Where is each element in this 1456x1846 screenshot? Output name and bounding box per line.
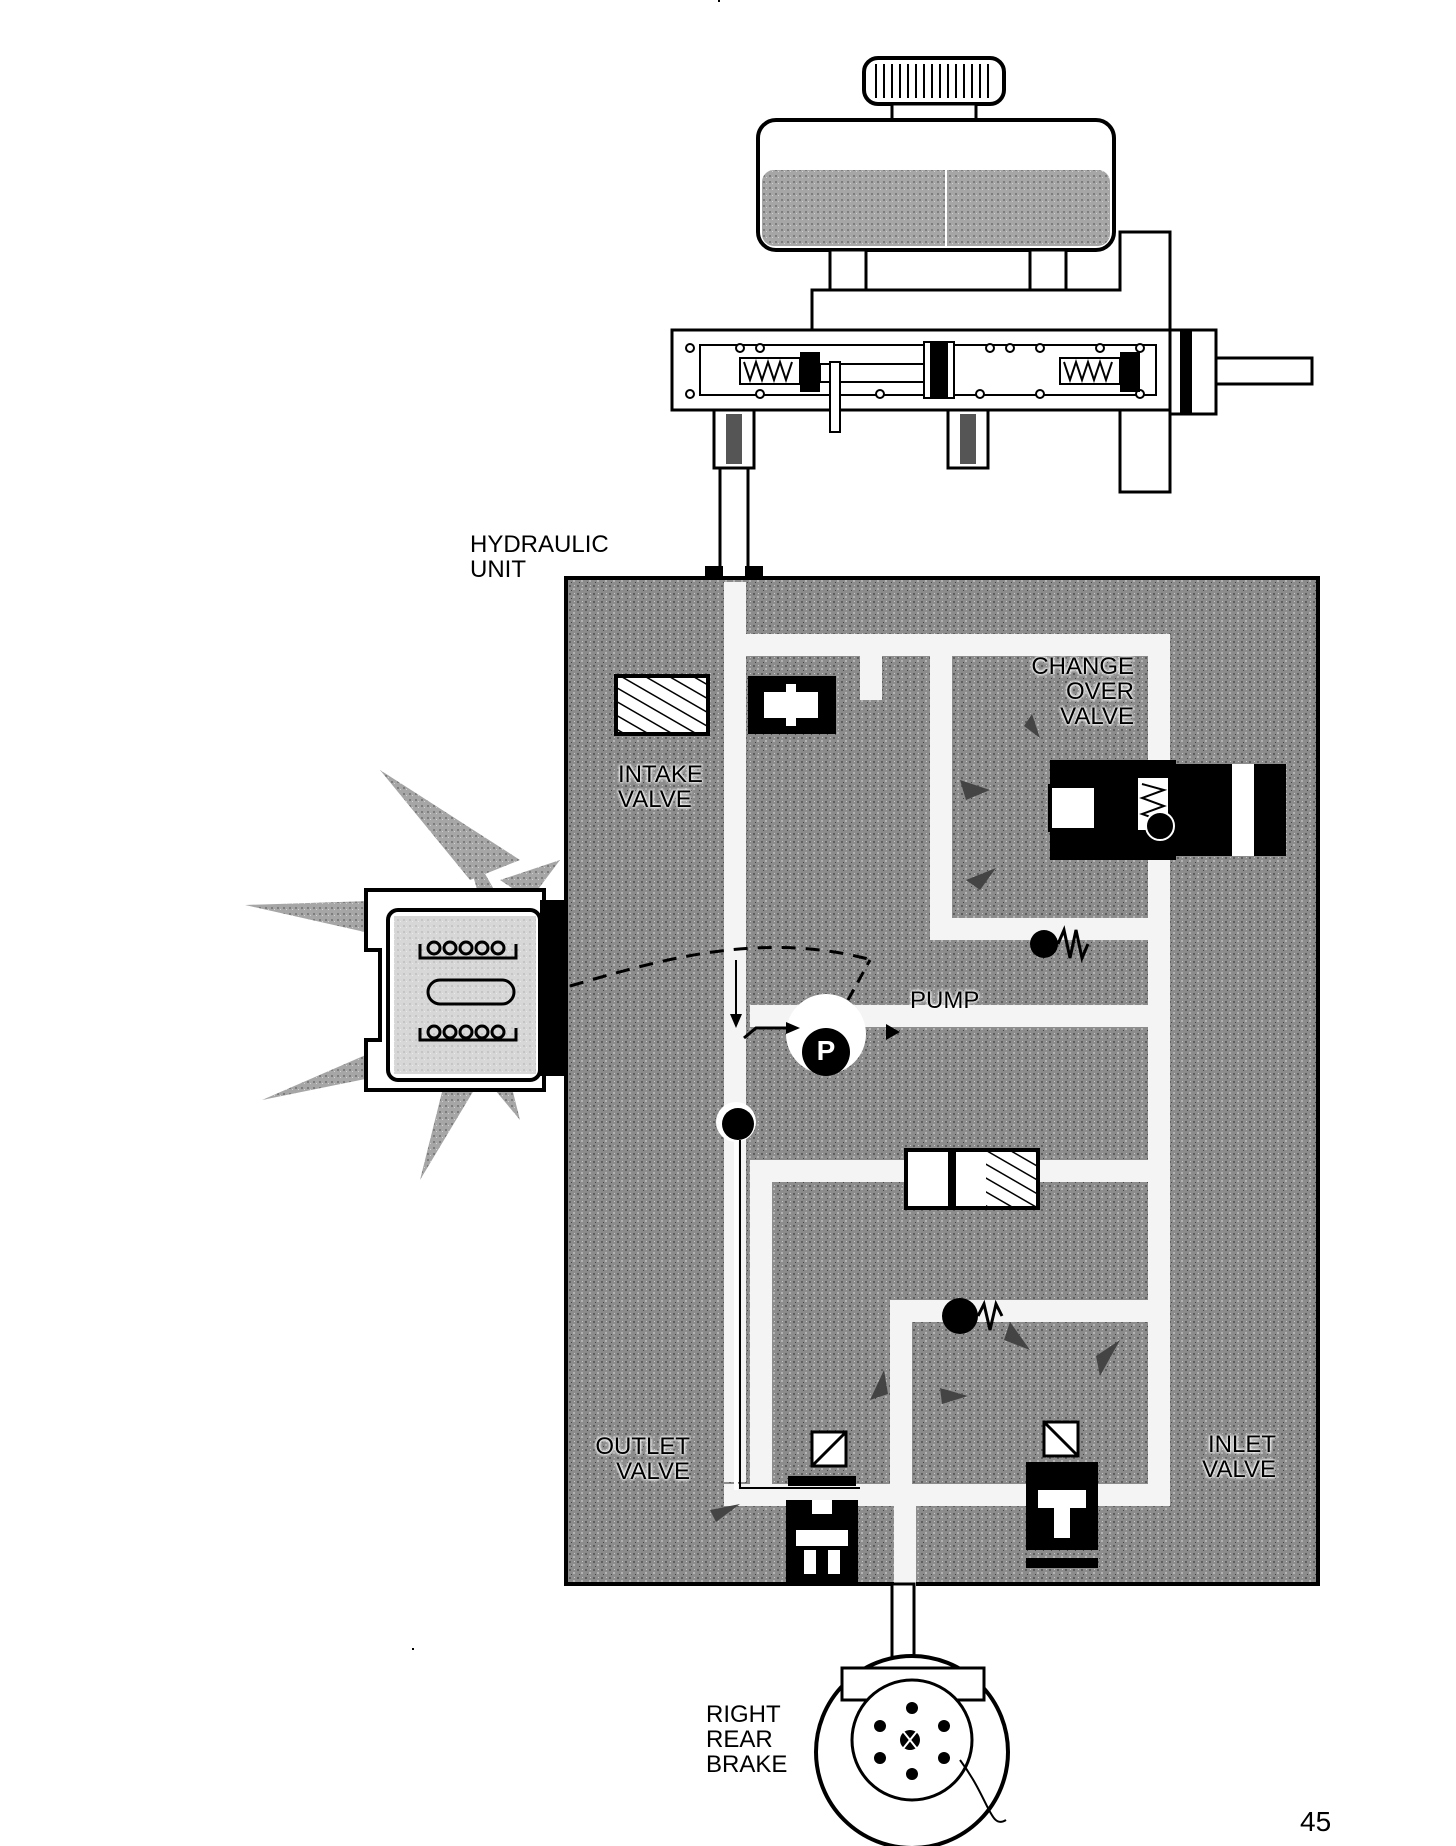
- outlet-valve: [786, 1430, 858, 1582]
- right-rear-brake-label: RIGHT REAR BRAKE: [706, 1701, 788, 1778]
- check-valve-upper: [1030, 925, 1090, 963]
- change-over-valve: [1048, 760, 1286, 860]
- hydraulic-unit-label: HYDRAULIC UNIT: [470, 531, 609, 583]
- fluid-reservoir: [756, 118, 1116, 294]
- motor-coils: [418, 940, 518, 1042]
- outlet-valve-label: OUTLET VALVE: [595, 1433, 690, 1485]
- accumulator: [904, 1148, 1040, 1210]
- pump-symbol: P: [816, 1035, 836, 1066]
- check-valve-lower: [942, 1298, 1004, 1334]
- reservoir-cap: [862, 56, 1006, 122]
- cylinder-body: [670, 230, 1314, 494]
- intake-valve: [614, 674, 836, 736]
- pump-motor: [245, 770, 564, 1180]
- inlet-valve-label: INLET VALVE: [1202, 1431, 1276, 1483]
- pump-label: PUMP: [910, 987, 980, 1014]
- motor-drive-link: [569, 946, 873, 988]
- right-rear-brake: [814, 1582, 1010, 1846]
- pump: [730, 959, 900, 1076]
- page-number: 45: [1300, 1806, 1332, 1837]
- check-valve-left: [716, 1102, 860, 1490]
- activity-marks: [710, 714, 1120, 1522]
- master-cylinder: [670, 56, 1314, 494]
- brake-line-input: [705, 466, 763, 582]
- change-over-valve-label: CHANGE OVER VALVE: [1031, 653, 1134, 730]
- inlet-valve: [1026, 1420, 1098, 1568]
- hydraulic-unit: [564, 576, 1320, 1590]
- intake-valve-label: INTAKE VALVE: [618, 761, 703, 813]
